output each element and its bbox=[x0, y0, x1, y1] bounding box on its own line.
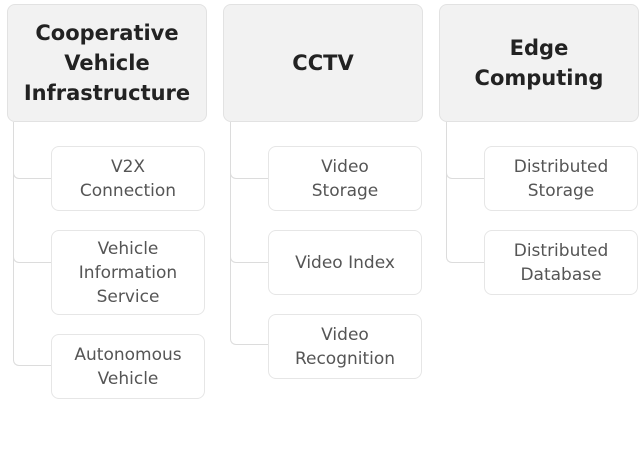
connector-line bbox=[13, 122, 52, 366]
node-distributed-database: Distributed Database bbox=[484, 230, 638, 295]
header-cctv: CCTV bbox=[223, 4, 423, 122]
connector-line bbox=[446, 122, 485, 263]
node-vehicle-information-service: Vehicle Information Service bbox=[51, 230, 205, 315]
node-video-storage: Video Storage bbox=[268, 146, 422, 211]
node-v2x-connection: V2X Connection bbox=[51, 146, 205, 211]
node-video-recognition: Video Recognition bbox=[268, 314, 422, 379]
node-autonomous-vehicle: Autonomous Vehicle bbox=[51, 334, 205, 399]
node-distributed-storage: Distributed Storage bbox=[484, 146, 638, 211]
header-edge-computing: Edge Computing bbox=[439, 4, 639, 122]
node-video-index: Video Index bbox=[268, 230, 422, 295]
connector-line bbox=[230, 122, 269, 345]
header-cooperative-vehicle-infrastructure: Cooperative Vehicle Infrastructure bbox=[7, 4, 207, 122]
